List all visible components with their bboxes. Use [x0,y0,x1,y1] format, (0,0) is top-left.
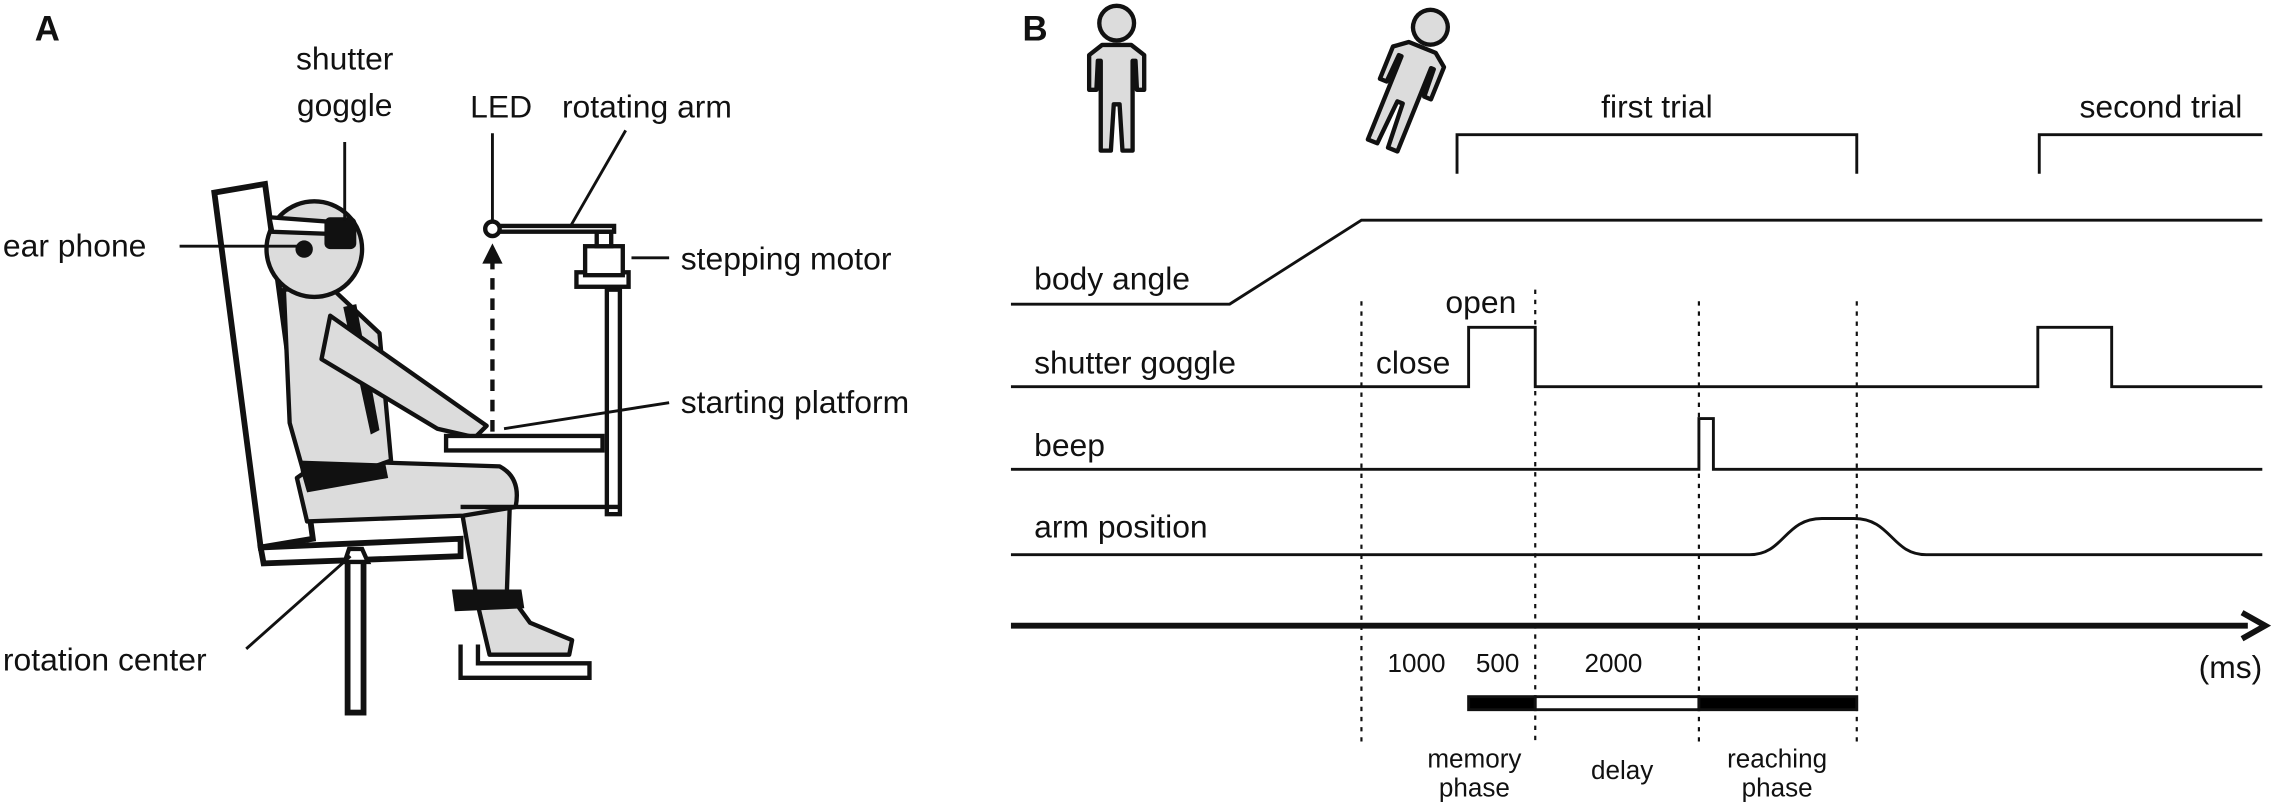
shutter-close-label: close [1376,345,1450,381]
led-reach-arrow-head [482,243,503,264]
signal-label-arm-position: arm position [1034,508,1208,544]
first-trial-bracket [1455,133,1859,174]
shutter-goggle-lens [324,217,357,250]
ear-phone [295,240,313,258]
panel-b-letter: B [1023,11,1048,49]
second-trial-bracket [2037,133,2263,174]
panel-a-letter: A [35,11,60,49]
signal-label-beep: beep [1034,427,1105,463]
foot-rest [458,644,592,680]
shutter-goggle-trace [1010,325,2263,389]
panel-a: A [3,11,909,716]
time-axis-arrowhead [2240,610,2271,642]
label-shutter-line1: shutter [296,41,394,77]
rotation-center-pivot [341,546,372,565]
label-rotating-arm: rotating arm [562,88,732,124]
shutter-open-label: open [1445,284,1516,320]
phase-bar-delay [1533,695,1701,712]
label-stepping-motor: stepping motor [681,240,892,276]
apparatus-column [604,287,623,517]
phase-reaching-line1: reaching [1727,744,1827,774]
time-unit: (ms) [2199,649,2263,685]
led [483,219,502,239]
starting-platform-leader [503,401,670,431]
arm-position-trace [1010,517,2263,557]
signal-label-body-angle: body angle [1034,261,1190,297]
label-rotation-center: rotation center [3,642,207,678]
rotation-center-leader [245,555,352,650]
starting-platform [443,433,605,453]
label-shutter-line2: goggle [297,87,393,123]
leg-strap [451,589,525,612]
phase-bar-reaching [1697,695,1859,712]
chair-post [344,557,367,716]
label-ear-phone: ear phone [3,227,147,263]
tilted-person-icon [1365,7,1450,154]
signal-label-shutter-goggle: shutter goggle [1034,345,1236,381]
stepping-motor [582,244,625,278]
phase-memory-line1: memory [1427,744,1521,774]
phase-bar-memory [1467,695,1537,712]
chair-backrest [211,180,317,551]
phase-memory-line2: phase [1439,773,1510,803]
upright-person-icon [1086,3,1147,153]
first-trial-label: first trial [1601,88,1713,124]
lower-leg [458,501,575,657]
label-starting-platform: starting platform [681,384,909,420]
body-angle-trace [1010,218,2263,306]
phase-delay-label: delay [1591,755,1653,785]
phase-reaching-line2: phase [1742,773,1813,803]
harness-belt [301,460,389,493]
second-trial-label: second trial [2079,88,2242,124]
rotating-arm [490,223,617,234]
duration-500: 500 [1476,648,1519,678]
duration-1000: 1000 [1387,648,1445,678]
panel-b: B first trial second trial body angle sh… [1010,3,2271,803]
rotating-arm-leader [569,129,627,227]
beep-trace [1010,417,2263,471]
label-led: LED [470,88,532,124]
duration-2000: 2000 [1584,648,1642,678]
